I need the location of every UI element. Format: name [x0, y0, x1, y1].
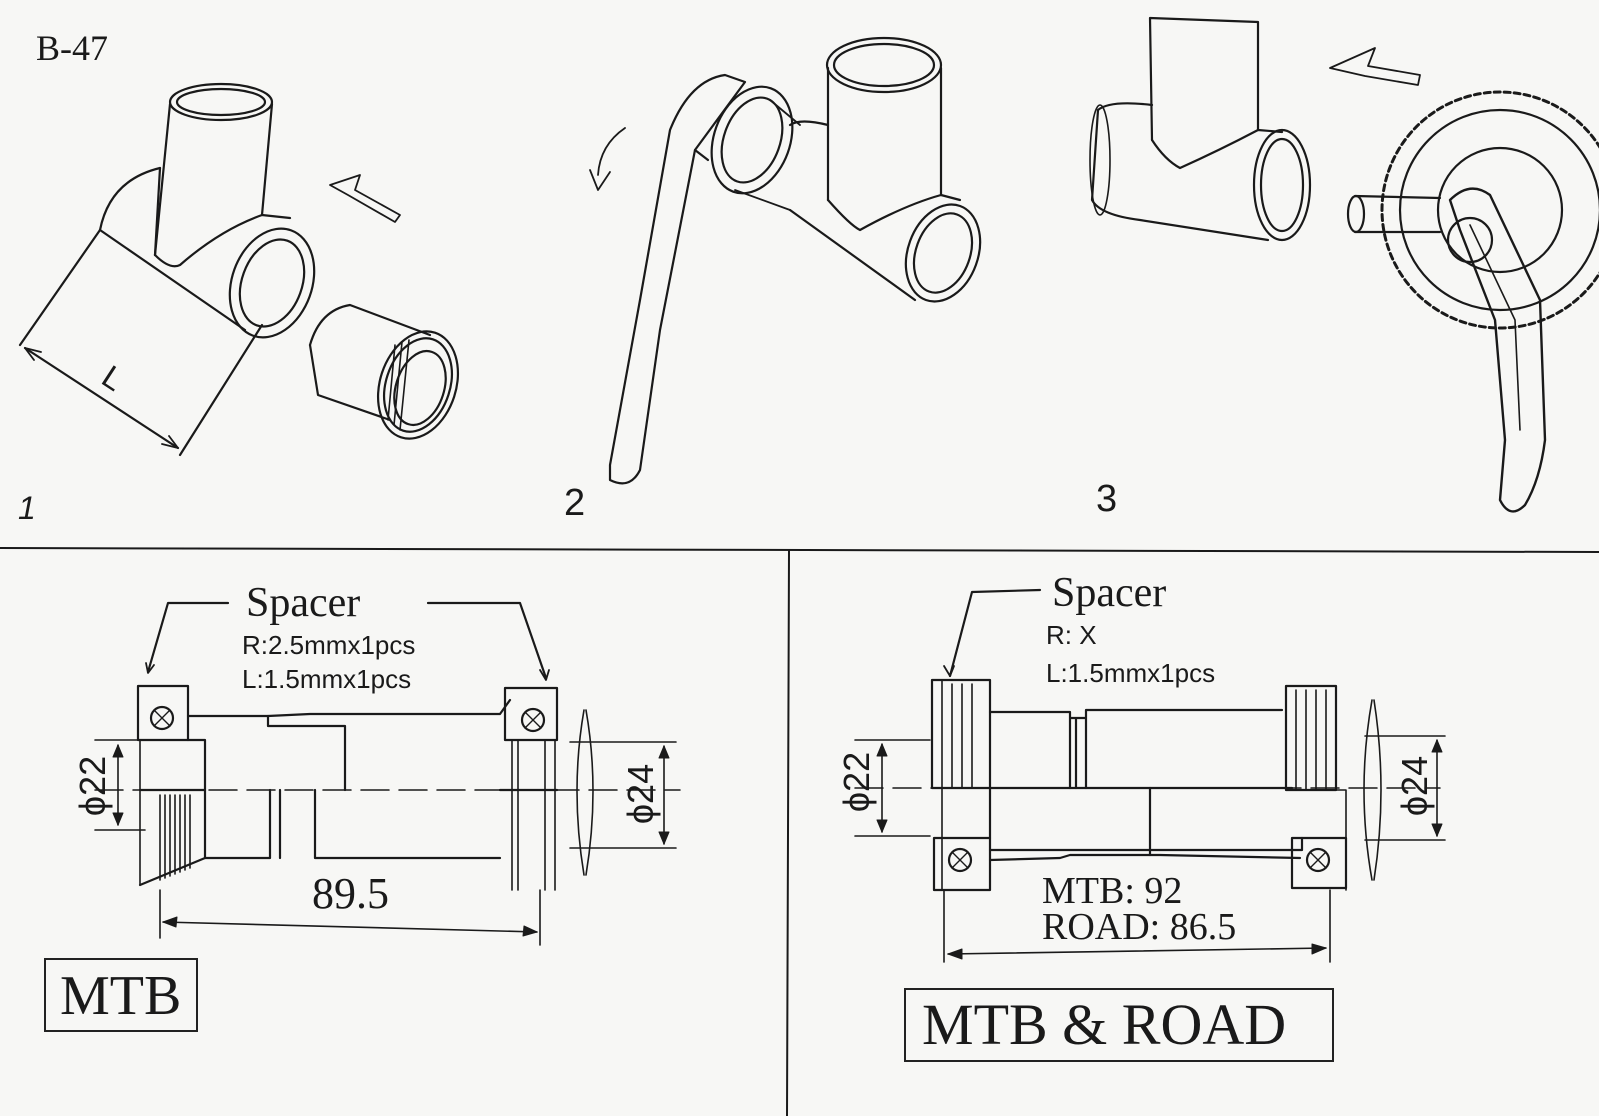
mtb-diameter-right: ϕ24 — [620, 763, 661, 825]
vertical-divider — [786, 549, 790, 1116]
mtb-road-width-mtb: MTB: 92 — [1042, 870, 1183, 912]
mtb-road-label: MTB & ROAD — [922, 992, 1287, 1057]
mtb-label-box: MTB — [44, 958, 198, 1032]
step2-tightening-drawing — [589, 36, 982, 485]
step2-number: 2 — [564, 482, 586, 524]
mtb-spacer-left: L:1.5mmx1pcs — [242, 664, 412, 694]
model-code: B-47 — [36, 28, 108, 68]
mtb-road-width-road: ROAD: 86.5 — [1042, 906, 1237, 948]
mtb-diameter-left: ϕ22 — [72, 755, 113, 817]
mtb-road-diameter-right: ϕ24 — [1394, 755, 1435, 817]
step1-number: 1 — [18, 490, 36, 526]
mtb-spacer-right: R:2.5mmx1pcs — [242, 630, 416, 660]
mtb-cross-section — [94, 601, 681, 946]
step3-number: 3 — [1096, 478, 1118, 520]
mtb-road-label-box: MTB & ROAD — [904, 988, 1334, 1062]
mtb-road-spacer-title: Spacer — [1052, 570, 1167, 616]
step3-crank-drawing — [1089, 16, 1599, 513]
mtb-road-cross-section — [854, 588, 1446, 963]
mtb-road-spacer-left: L:1.5mmx1pcs — [1046, 658, 1216, 688]
mtb-label: MTB — [60, 965, 182, 1027]
mtb-road-diameter-left: ϕ22 — [836, 751, 877, 813]
mtb-width: 89.5 — [312, 869, 389, 918]
horizontal-divider — [0, 547, 1599, 553]
mtb-road-spacer-right: R: X — [1046, 620, 1097, 650]
mtb-spacer-title: Spacer — [246, 580, 361, 626]
step1-frame-drawing — [18, 82, 460, 457]
